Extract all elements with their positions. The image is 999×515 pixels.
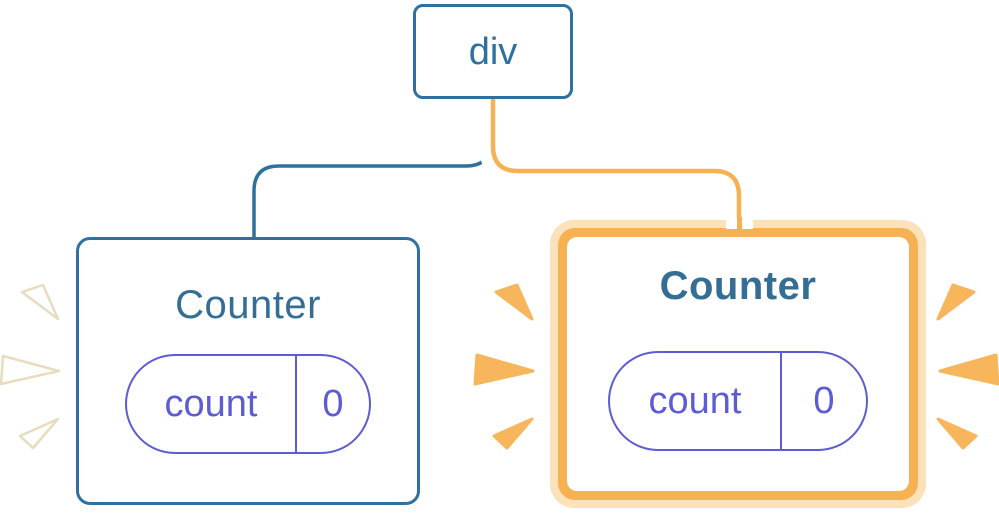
edge-div-to-left-counter xyxy=(252,99,493,240)
counter-card-right: Counter count 0 xyxy=(567,237,909,491)
edge-entry-core xyxy=(737,217,742,232)
spark-icon xyxy=(494,283,534,321)
spark-icon xyxy=(0,354,61,386)
state-key: count xyxy=(648,380,742,422)
spark-icon xyxy=(936,417,978,450)
counter-card-left: Counter count 0 xyxy=(76,237,420,505)
state-value: 0 xyxy=(780,353,866,449)
counter-title: Counter xyxy=(659,264,817,308)
spark-icon xyxy=(20,283,60,321)
counter-title: Counter xyxy=(175,283,321,327)
spark-icon xyxy=(492,417,534,450)
state-value: 0 xyxy=(295,356,369,452)
edge-div-to-right-counter xyxy=(490,99,742,240)
spark-icon xyxy=(938,353,999,386)
right-counter-render-sparks-right xyxy=(936,283,999,450)
state-pill: count 0 xyxy=(608,351,868,451)
root-div-label: div xyxy=(468,30,518,73)
counter-card-right-border: Counter count 0 xyxy=(558,228,918,500)
counter-card-right-glow: Counter count 0 xyxy=(550,220,926,508)
spark-icon xyxy=(936,283,976,321)
spark-icon xyxy=(18,417,60,450)
right-counter-render-sparks-left xyxy=(473,283,535,450)
spark-icon xyxy=(473,353,535,386)
edge-highlight-casing xyxy=(479,97,753,236)
root-div-node: div xyxy=(413,4,573,99)
state-key: count xyxy=(164,383,258,425)
state-pill: count 0 xyxy=(125,354,371,454)
left-counter-render-sparks xyxy=(0,283,61,450)
